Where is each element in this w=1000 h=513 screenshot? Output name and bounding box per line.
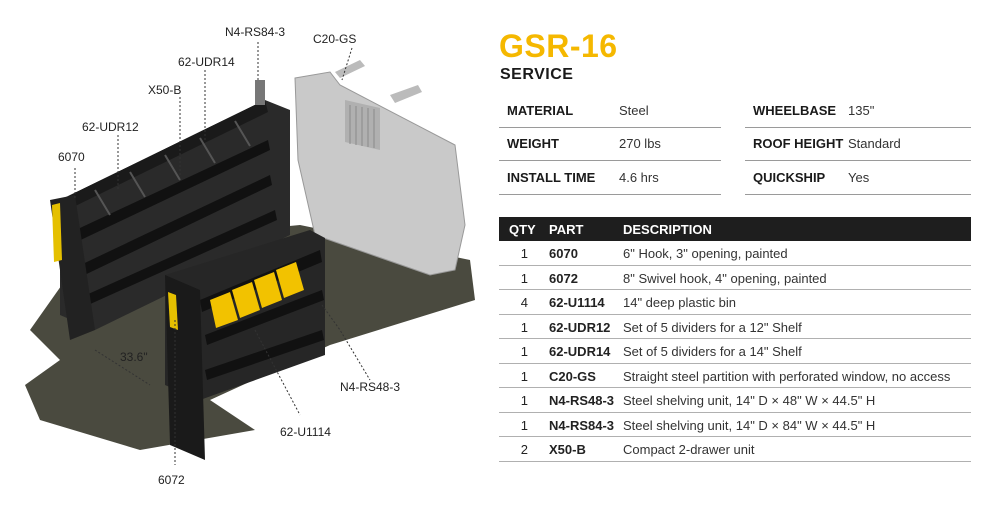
product-title: GSR-16 <box>499 28 618 64</box>
table-row: 1 N4-RS48-3 Steel shelving unit, 14" D × 4… <box>499 388 971 413</box>
row-description: Compact 2-drawer unit <box>623 442 755 457</box>
spec-value: 4.6 hrs <box>619 170 659 185</box>
callout-n4-rs48-3: N4-RS48-3 <box>340 380 401 394</box>
spec-quickship: QUICKSHIP Yes <box>745 161 971 195</box>
table-row: 4 62-U1114 14" deep plastic bin <box>499 290 971 315</box>
spec-label: ROOF HEIGHT <box>753 136 844 151</box>
callout-62-udr12: 62-UDR12 <box>82 120 139 134</box>
row-qty: 1 <box>520 270 528 286</box>
table-row: 2 X50-B Compact 2-drawer unit <box>499 437 971 462</box>
parts-table-header: QTY PART DESCRIPTION <box>499 217 971 241</box>
callout-62-udr14: 62-UDR14 <box>178 55 235 69</box>
row-qty: 4 <box>520 295 528 310</box>
row-part: 62-UDR14 <box>549 344 611 359</box>
spec-install-time: INSTALL TIME 4.6 hrs <box>499 161 721 195</box>
bin-shape-1 <box>210 292 238 328</box>
row-description: Steel shelving unit, 14" D × 84" W × 44.… <box>623 417 876 433</box>
callout-62-u1114: 62-U1114 <box>280 425 331 439</box>
spec-value: Standard <box>848 136 901 151</box>
spec-value: 135" <box>848 103 875 118</box>
van-shelving-illustration: N4-RS84-3 C20-GS 62-UDR14 X50-B 62-UDR12… <box>0 0 495 508</box>
callout-c20-gs: C20-GS <box>313 32 357 46</box>
spec-value: Steel <box>619 103 649 118</box>
bin-shape-2 <box>232 282 260 318</box>
parts-table: QTY PART DESCRIPTION 1 6070 6" Hook, 3" op… <box>499 217 971 462</box>
row-qty: 1 <box>520 246 528 261</box>
spec-label: WEIGHT <box>507 136 559 151</box>
header-description: DESCRIPTION <box>623 222 712 237</box>
row-part: C20-GS <box>549 368 596 384</box>
row-part: X50-B <box>549 442 586 457</box>
bin-shape-4 <box>276 262 304 298</box>
dimension-aisle-width: 33.6" <box>120 350 148 364</box>
row-part: N4-RS84-3 <box>549 417 615 433</box>
table-row: 1 62-UDR14 Set of 5 dividers for a 14" She… <box>499 339 971 364</box>
row-qty: 1 <box>520 344 528 359</box>
row-qty: 1 <box>520 319 528 335</box>
table-row: 1 6072 8" Swivel hook, 4" opening, painted <box>499 266 971 290</box>
table-row: 1 6070 6" Hook, 3" opening, painted <box>499 241 971 266</box>
table-row: 1 N4-RS84-3 Steel shelving unit, 14" D × 8… <box>499 413 971 437</box>
header-qty: QTY <box>509 222 536 237</box>
spec-label: QUICKSHIP <box>753 170 826 185</box>
callout-x50-b: X50-B <box>148 83 182 97</box>
row-qty: 1 <box>520 417 528 433</box>
spec-value: Yes <box>848 170 870 185</box>
product-subtitle: SERVICE <box>500 66 574 83</box>
table-row: 1 62-UDR12 Set of 5 dividers for a 12" She… <box>499 315 971 339</box>
spec-label: INSTALL TIME <box>507 170 596 185</box>
row-part: 6072 <box>549 270 578 286</box>
spec-material: MATERIAL Steel <box>499 94 721 128</box>
bin-shape-3 <box>254 272 282 308</box>
callout-6072: 6072 <box>158 473 185 487</box>
row-qty: 1 <box>520 393 528 408</box>
spec-wheelbase: WHEELBASE 135" <box>745 94 971 128</box>
row-part: 62-U1114 <box>549 295 605 310</box>
spec-roof-height: ROOF HEIGHT Standard <box>745 127 971 161</box>
partition-panel <box>294 60 466 276</box>
row-qty: 2 <box>520 442 528 457</box>
row-description: 14" deep plastic bin <box>623 295 737 310</box>
callout-n4-rs84-3: N4-RS84-3 <box>225 25 286 39</box>
row-description: 8" Swivel hook, 4" opening, painted <box>623 270 827 286</box>
long-shelving-unit <box>50 80 290 340</box>
row-part: N4-RS48-3 <box>549 393 615 408</box>
callout-6070: 6070 <box>58 150 85 164</box>
row-description: Steel shelving unit, 14" D × 48" W × 44.… <box>623 393 876 408</box>
row-description: 6" Hook, 3" opening, painted <box>623 246 788 261</box>
spec-label: WHEELBASE <box>753 103 837 118</box>
row-description: Straight steel partition with perforated… <box>623 368 951 384</box>
spec-label: MATERIAL <box>507 103 574 118</box>
row-description: Set of 5 dividers for a 12" Shelf <box>623 319 802 335</box>
row-part: 6070 <box>549 246 578 261</box>
row-part: 62-UDR12 <box>549 319 611 335</box>
row-description: Set of 5 dividers for a 14" Shelf <box>623 344 802 359</box>
row-qty: 1 <box>520 368 528 384</box>
spec-value: 270 lbs <box>619 136 661 151</box>
spec-weight: WEIGHT 270 lbs <box>499 127 721 161</box>
table-row: 1 C20-GS Straight steel partition with per… <box>499 364 971 388</box>
header-part: PART <box>549 222 584 237</box>
van-shelving-drawing <box>25 42 475 465</box>
